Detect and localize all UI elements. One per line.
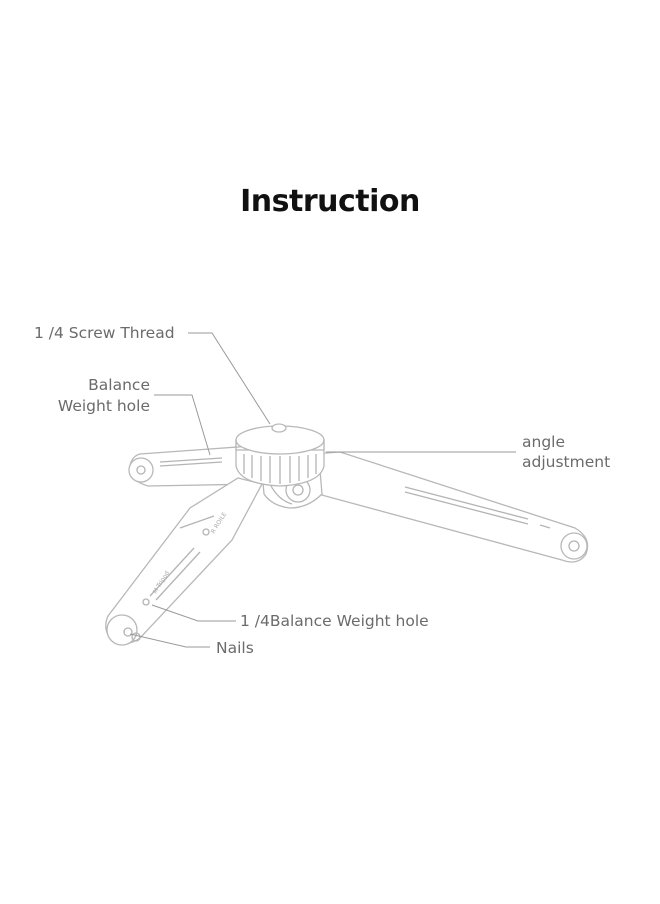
top-knob — [235, 423, 325, 487]
label-balance-weight-hole-line1: Balance — [88, 376, 150, 394]
label-screw-thread: 1 /4 Screw Thread — [34, 324, 175, 342]
label-nails: Nails — [216, 639, 254, 657]
callout-lines — [129, 332, 516, 648]
tripod-leg-right — [311, 451, 589, 563]
screw-thread-stud — [271, 423, 287, 433]
tripod-leg-front: R ROILE M Tripod — [105, 477, 263, 646]
label-angle-adjustment-line1: angle — [522, 433, 566, 451]
label-angle-adjustment-line2: adjustment — [522, 453, 611, 471]
label-quarter-balance-weight-hole: 1 /4Balance Weight hole — [240, 612, 429, 630]
label-balance-weight-hole-line2: Weight hole — [57, 397, 150, 415]
page-title: Instruction — [240, 184, 420, 219]
tripod-leg-back-left — [128, 445, 259, 487]
